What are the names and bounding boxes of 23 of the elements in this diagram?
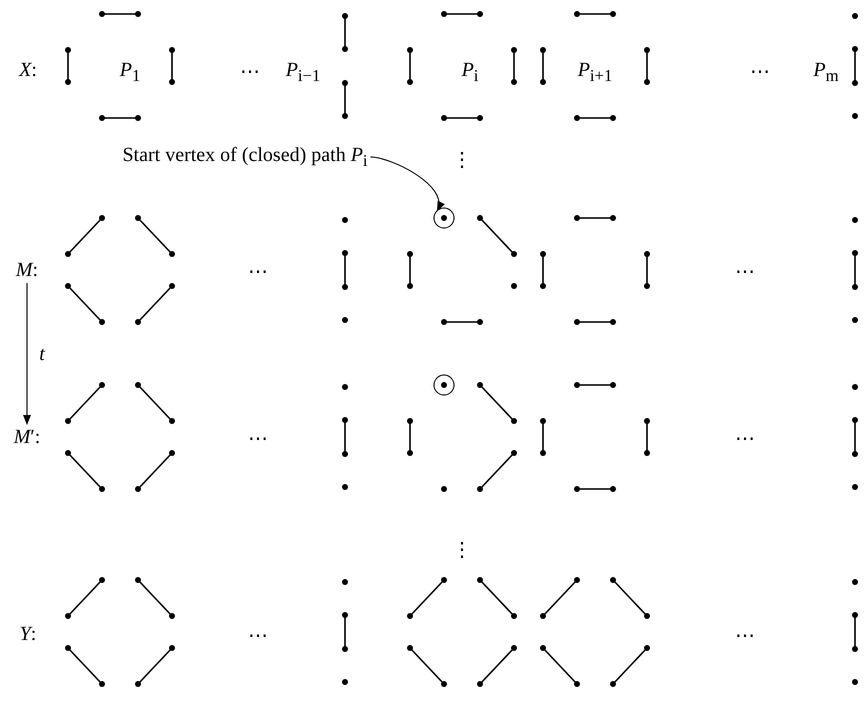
ellipsis: ⋯ xyxy=(248,261,268,283)
path-label: P$_{i−1}$ xyxy=(286,58,320,86)
ellipsis: ⋯ xyxy=(735,428,755,450)
leader-arrow xyxy=(370,156,444,212)
circled-vertex xyxy=(434,208,454,228)
ellipsis: ⋯ xyxy=(735,625,755,647)
path-label: P$_{1}$ xyxy=(120,58,140,86)
row-label: M′: xyxy=(14,426,40,448)
ellipsis: ⋯ xyxy=(240,61,260,83)
ellipsis: ⋯ xyxy=(248,428,268,450)
ellipsis: ⋯ xyxy=(750,61,770,83)
path-label: P$_{i}$ xyxy=(462,58,478,86)
ellipsis: ⋯ xyxy=(735,261,755,283)
annotation-text: Start vertex of (closed) path P$_{i}$ xyxy=(122,144,368,170)
ellipsis: ⋯ xyxy=(248,625,268,647)
arrow xyxy=(23,282,31,425)
path-label: P$_{m}$ xyxy=(813,58,839,86)
row-label: Y: xyxy=(20,623,36,645)
row-label: X: xyxy=(19,59,37,81)
row-label: M: xyxy=(16,259,38,281)
vertical-ellipsis: ⋮ xyxy=(452,149,472,171)
vertical-ellipsis: ⋮ xyxy=(452,539,472,561)
path-label: P$_{i+1}$ xyxy=(578,58,612,86)
